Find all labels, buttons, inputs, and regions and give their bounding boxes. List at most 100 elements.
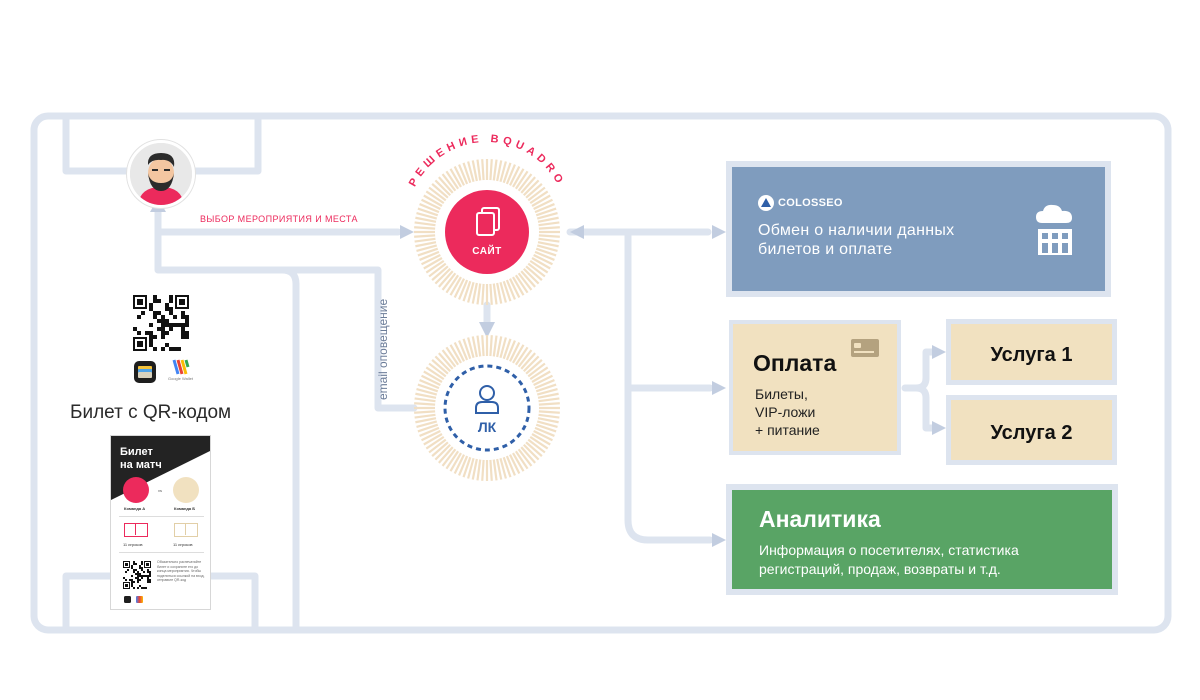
- ray: [441, 448, 457, 467]
- ray: [509, 454, 521, 474]
- analytics-line1: Информация о посетителях, статистика: [759, 542, 1019, 558]
- ray: [425, 435, 445, 450]
- ray: [522, 355, 540, 373]
- ray: [414, 226, 436, 230]
- ray: [431, 441, 449, 457]
- ray: [499, 281, 507, 303]
- ray: [514, 274, 529, 294]
- ticket-title-2: на матч: [120, 459, 162, 471]
- ray: [425, 366, 445, 381]
- arrow-to-colosseo: [712, 225, 726, 239]
- ray: [414, 234, 436, 238]
- ray: [534, 426, 555, 437]
- ray: [423, 370, 443, 383]
- ticket-gpay-icon: [136, 596, 143, 603]
- ray: [527, 186, 546, 202]
- ray: [471, 458, 478, 480]
- payment-line2: VIP-ложи: [755, 404, 816, 420]
- ray: [417, 247, 439, 257]
- ray: [492, 159, 498, 181]
- email-label: email оповещение: [376, 298, 390, 400]
- ray: [525, 441, 543, 457]
- ray: [471, 282, 478, 304]
- service-1-label: Услуга 1: [990, 344, 1073, 366]
- ray: [537, 417, 559, 424]
- apple-wallet-icon: [134, 361, 156, 383]
- ray: [453, 166, 465, 186]
- ray: [514, 346, 529, 366]
- ray: [533, 374, 553, 386]
- ray: [525, 359, 543, 375]
- ray: [537, 241, 559, 248]
- ray: [414, 410, 436, 414]
- ray: [414, 237, 436, 243]
- user-avatar-icon: [130, 143, 192, 205]
- ray: [453, 454, 465, 474]
- ray: [419, 426, 440, 437]
- ray: [502, 338, 512, 360]
- ray: [520, 446, 536, 464]
- ray: [525, 265, 543, 281]
- flow-email-line: [156, 266, 418, 412]
- ray: [431, 265, 449, 281]
- ray: [529, 190, 549, 205]
- ray: [534, 250, 555, 261]
- documents-icon: [476, 207, 500, 236]
- field-a-icon: [124, 523, 148, 537]
- ray: [517, 448, 533, 467]
- ray: [496, 282, 503, 304]
- ray: [416, 212, 438, 220]
- ray: [538, 226, 560, 230]
- ray: [536, 420, 558, 428]
- ray: [431, 183, 449, 199]
- ray: [438, 270, 454, 288]
- ray: [476, 283, 482, 305]
- ray: [527, 262, 546, 278]
- ray: [531, 257, 551, 270]
- ray: [517, 349, 533, 368]
- ray: [499, 161, 507, 183]
- ray: [533, 254, 553, 266]
- ray: [529, 259, 549, 274]
- ray: [467, 281, 475, 303]
- ray: [502, 280, 512, 302]
- ticket-title-1: Билет: [120, 446, 153, 458]
- ray: [416, 420, 438, 428]
- ray: [434, 443, 452, 461]
- ray: [428, 186, 447, 202]
- payment-line1: Билеты,: [755, 386, 808, 402]
- ray: [416, 388, 438, 396]
- ray: [467, 337, 475, 359]
- ray: [423, 433, 443, 446]
- ray: [522, 443, 540, 461]
- ray: [476, 459, 482, 481]
- payment-title: Оплата: [753, 350, 837, 376]
- ray: [467, 457, 475, 479]
- site-label: САЙТ: [472, 246, 502, 257]
- ray: [536, 212, 558, 220]
- user-avatar: [127, 140, 195, 208]
- ray: [449, 344, 462, 364]
- colosseo-line2: билетов и оплате: [758, 241, 893, 258]
- outer-frame: [30, 112, 1172, 634]
- ray: [512, 452, 525, 472]
- ray: [505, 340, 516, 361]
- ray: [527, 362, 546, 378]
- ray: [431, 359, 449, 375]
- ray: [453, 278, 465, 298]
- colosseo-box: COLOSSEO Обмен о наличии данных билетов …: [726, 161, 1111, 297]
- ray: [492, 459, 498, 481]
- ray: [533, 198, 553, 210]
- ray: [476, 335, 482, 357]
- lk-node[interactable]: ЛК: [445, 366, 529, 450]
- payment-box: Оплата Билеты, VIP-ложи + питание: [729, 320, 901, 455]
- ray: [419, 379, 440, 390]
- site-node[interactable]: САЙТ: [445, 190, 529, 274]
- ray: [512, 344, 525, 364]
- ray: [517, 272, 533, 291]
- flow-bus-analytics: [624, 228, 714, 544]
- ray: [417, 383, 439, 393]
- vs-label: vs: [158, 488, 162, 493]
- ray: [415, 241, 437, 248]
